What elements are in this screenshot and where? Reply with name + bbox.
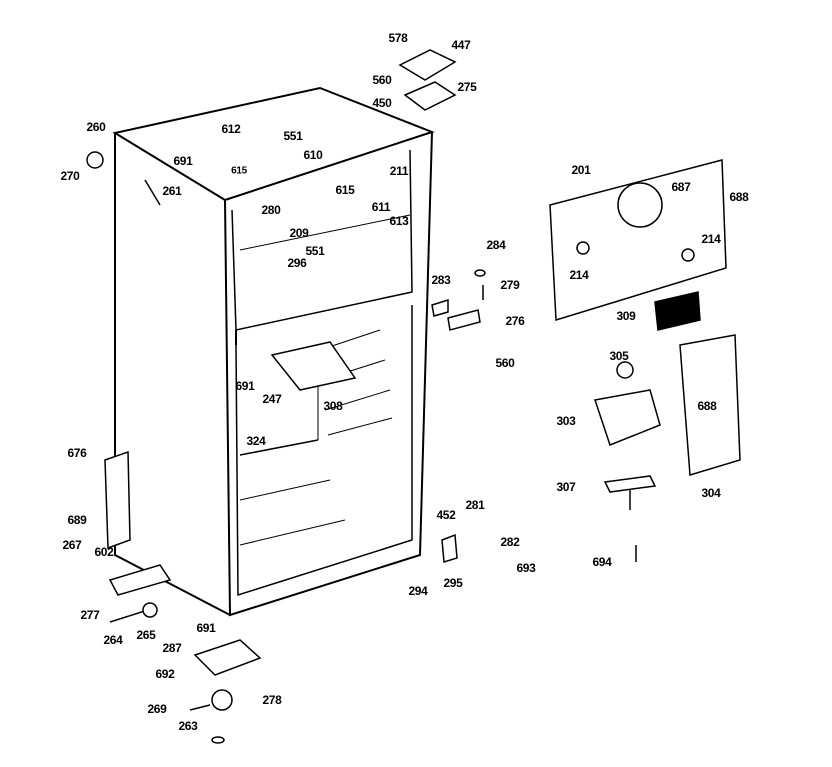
part-label: 280 (261, 203, 281, 217)
part-label: 691 (235, 379, 255, 393)
part-label: 279 (500, 278, 520, 292)
part-label: 611 (371, 200, 391, 214)
part-label: 201 (571, 163, 591, 177)
cabinet (112, 86, 435, 617)
part-label: 211 (389, 164, 409, 178)
part-label: 270 (60, 169, 80, 183)
hinge-parts (86, 49, 457, 744)
part-label: 447 (451, 38, 471, 52)
part-label: 676 (67, 446, 87, 460)
part-label: 602 (94, 545, 114, 559)
part-label: 308 (323, 399, 343, 413)
part-label: 309 (616, 309, 636, 323)
part-label: 295 (443, 576, 463, 590)
part-label: 615 (231, 165, 247, 177)
part-label: 276 (505, 314, 525, 328)
part-label: 260 (86, 120, 106, 134)
part-label: 612 (221, 122, 241, 136)
part-label: 691 (173, 154, 193, 168)
part-label: 560 (495, 356, 515, 370)
part-label: 688 (729, 190, 749, 204)
part-label: 267 (62, 538, 82, 552)
part-label: 278 (262, 693, 282, 707)
part-label: 294 (408, 584, 428, 598)
part-label: 689 (67, 513, 87, 527)
part-label: 452 (436, 508, 456, 522)
part-label: 282 (500, 535, 520, 549)
part-label: 214 (701, 232, 721, 246)
control-panel-parts (431, 159, 741, 563)
part-label: 264 (103, 633, 123, 647)
part-label: 284 (486, 238, 506, 252)
part-label: 693 (516, 561, 536, 575)
part-label: 275 (457, 80, 477, 94)
part-label: 692 (155, 667, 175, 681)
part-label: 688 (697, 399, 717, 413)
part-label: 277 (80, 608, 100, 622)
part-label: 269 (147, 702, 167, 716)
part-label: 303 (556, 414, 576, 428)
part-label: 560 (372, 73, 392, 87)
part-label: 694 (592, 555, 612, 569)
part-label: 209 (289, 226, 309, 240)
part-label: 615 (335, 183, 355, 197)
part-label: 307 (556, 480, 576, 494)
part-label: 296 (287, 256, 307, 270)
part-label: 324 (246, 434, 266, 448)
part-label: 551 (283, 129, 303, 143)
part-label: 281 (465, 498, 485, 512)
part-label: 305 (609, 349, 629, 363)
part-label: 283 (431, 273, 451, 287)
part-label: 613 (389, 214, 409, 228)
part-label: 214 (569, 268, 589, 282)
part-label: 261 (162, 184, 182, 198)
part-label: 551 (305, 244, 325, 258)
part-label: 578 (388, 31, 408, 45)
part-label: 687 (671, 180, 691, 194)
part-label: 265 (136, 628, 156, 642)
part-label: 450 (372, 96, 392, 110)
part-label: 304 (701, 486, 721, 500)
part-label: 610 (303, 148, 323, 162)
part-label: 263 (178, 719, 198, 733)
part-label: 247 (262, 392, 282, 406)
part-label: 691 (196, 621, 216, 635)
part-label: 287 (162, 641, 182, 655)
